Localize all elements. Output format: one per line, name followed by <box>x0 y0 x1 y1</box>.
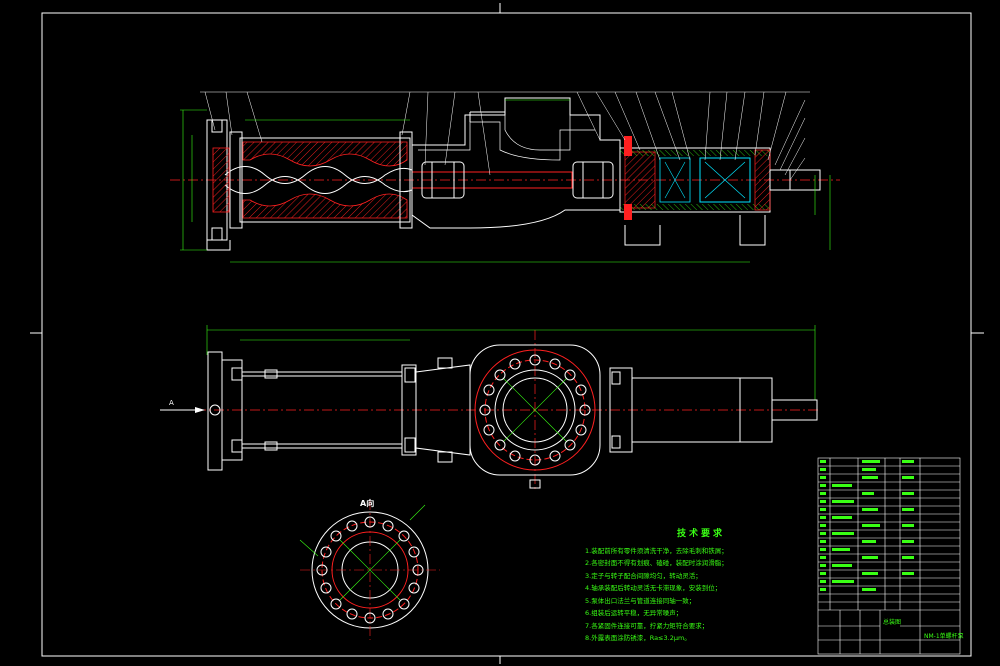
parts-list-entries <box>820 460 914 591</box>
sheet-border <box>30 3 984 664</box>
arrow-marker-label: A <box>169 399 174 407</box>
section-view-label: A向 <box>360 498 374 508</box>
requirement-item: 6.组装后运转平稳，无异常噪声； <box>585 609 683 617</box>
plan-view <box>160 325 820 490</box>
requirement-item: 7.各紧固件连接可靠，拧紧力矩符合要求； <box>585 621 709 630</box>
flange-view-a <box>299 500 440 640</box>
technical-requirements-heading: 技术要求 <box>677 529 726 539</box>
title-block <box>817 457 961 655</box>
requirement-item: 3.定子与转子配合间隙均匀，转动灵活； <box>585 571 702 580</box>
drawing-number: NM-1单螺杆泵 <box>924 633 964 640</box>
requirement-item: 1.装配前所有零件须清洗干净，去除毛刺和铁屑； <box>585 546 728 555</box>
technical-requirements: 技术要求 1.装配前所有零件须清洗干净，去除毛刺和铁屑； 2.各密封面不得有划痕… <box>585 528 810 645</box>
requirement-item: 5.泵体出口法兰与管道连接同轴一致； <box>585 596 696 605</box>
drawing-name: 总装图 <box>883 619 902 626</box>
section-view <box>170 91 840 263</box>
requirement-item: 2.各密封面不得有划痕、磕碰，装配时涂润滑脂； <box>585 559 728 567</box>
requirement-item: 8.外露表面涂防锈漆，Ra≤3.2μm。 <box>585 634 691 642</box>
requirement-item: 4.轴承装配后转动灵活无卡滞现象，安装到位； <box>585 584 722 592</box>
